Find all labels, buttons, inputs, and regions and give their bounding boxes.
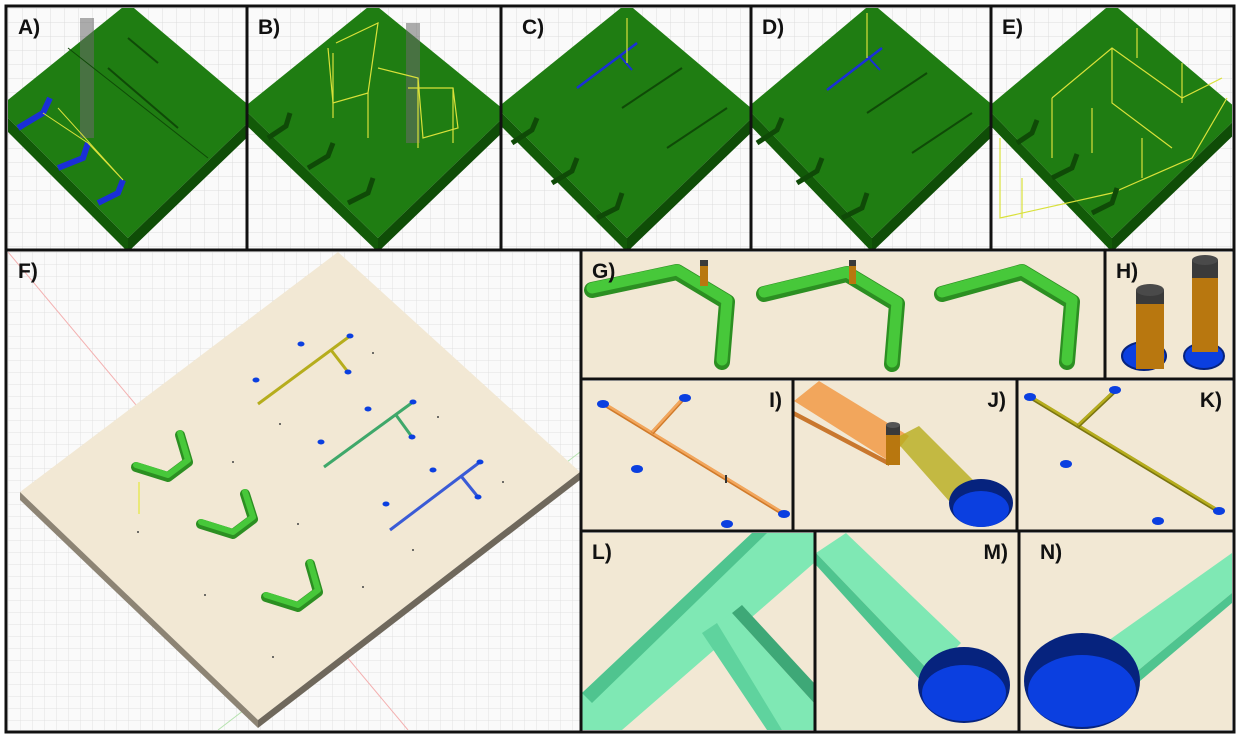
panel-f-render (8, 252, 580, 730)
pin (1136, 297, 1164, 369)
panel-g-render (584, 260, 1080, 372)
panel-label-j: J) (987, 389, 1006, 412)
panel-i-render (597, 394, 790, 528)
panel-m: M) (816, 533, 1018, 730)
panel-label-b: B) (258, 16, 281, 39)
panel-l-render (582, 533, 814, 730)
panel-b: B) (248, 8, 500, 249)
panel-label-m: M) (983, 541, 1009, 564)
mint-channel (816, 533, 961, 673)
panel-label-f: F) (18, 260, 38, 283)
panel-label-n: N) (1040, 541, 1063, 564)
panel-j-render (794, 381, 1013, 527)
panel-label-a: A) (18, 16, 41, 39)
panel-d-render (752, 8, 990, 249)
panel-g: G) (582, 252, 1104, 378)
panel-d: D) (752, 8, 990, 249)
spindle-shadow (80, 18, 94, 138)
panel-label-g: G) (592, 260, 616, 283)
panel-label-d: D) (762, 16, 785, 39)
panel-n: N) (1020, 533, 1232, 730)
panel-c-render (502, 8, 750, 249)
panel-e: E) (992, 8, 1232, 249)
panel-h: H) (1106, 252, 1232, 378)
panel-k: K) (1018, 381, 1232, 530)
panel-a-render (8, 8, 246, 249)
panel-label-i: I) (769, 389, 782, 412)
panel-e-render (992, 8, 1232, 249)
curved-channels (584, 264, 1080, 372)
panel-label-e: E) (1002, 16, 1023, 39)
pin (886, 431, 900, 465)
panel-label-c: C) (522, 16, 545, 39)
panel-c: C) (502, 8, 750, 249)
panel-b-render (248, 8, 500, 249)
panel-a: A) (8, 8, 246, 249)
panel-j: J) (794, 381, 1016, 530)
panel-f: F) (8, 252, 580, 730)
panel-label-h: H) (1116, 260, 1139, 283)
panel-label-l: L) (592, 541, 612, 564)
panel-l: L) (582, 533, 814, 730)
panel-label-k: K) (1199, 389, 1222, 412)
panel-i: I) (582, 381, 792, 530)
